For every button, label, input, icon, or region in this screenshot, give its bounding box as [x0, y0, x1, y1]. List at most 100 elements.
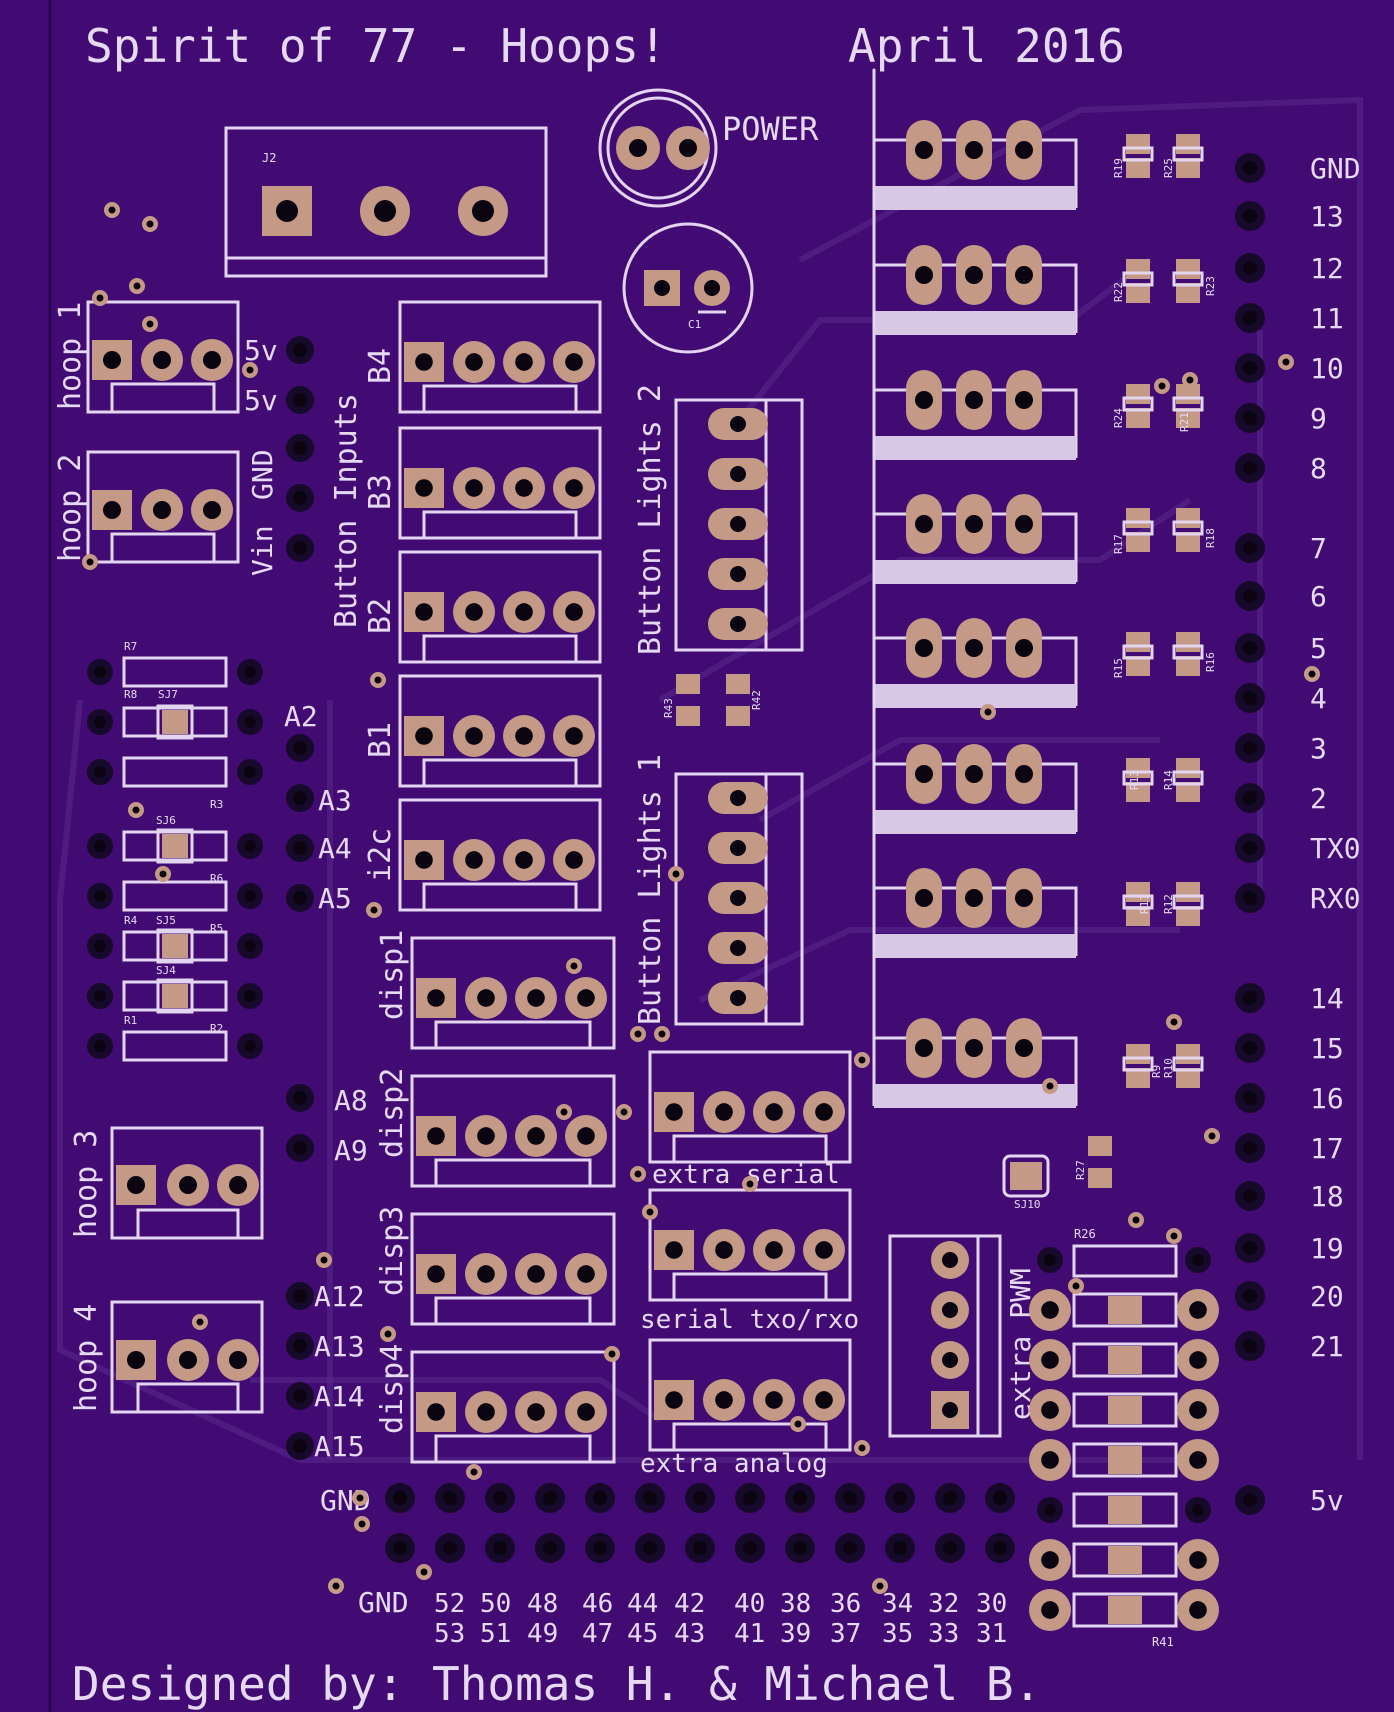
drill — [477, 1403, 495, 1421]
smd-pad — [1176, 1044, 1200, 1064]
extra-analog-label: extra analog — [640, 1449, 828, 1479]
drill — [1041, 1451, 1059, 1469]
servo-connector — [872, 442, 1078, 958]
hoop2-label: hoop 2 — [53, 454, 88, 562]
via-drill — [133, 282, 141, 290]
drill — [1041, 1551, 1059, 1569]
drill — [565, 603, 583, 621]
connector-key — [422, 634, 578, 664]
drill — [965, 266, 983, 284]
right-pin-label: 5 — [1310, 632, 1327, 665]
drill — [643, 1491, 657, 1505]
servo-tab — [874, 934, 1076, 958]
drill — [593, 1491, 607, 1505]
drill — [1192, 1504, 1204, 1516]
drill — [577, 1403, 595, 1421]
r15-label: R15 — [1112, 658, 1125, 678]
smd-pad — [1126, 656, 1150, 676]
copper-traces — [57, 96, 1363, 1463]
drill — [1243, 841, 1257, 855]
via-drill — [108, 206, 116, 214]
drill — [527, 1265, 545, 1283]
r43-label: R43 — [662, 698, 675, 718]
drill — [1189, 1401, 1207, 1419]
drill — [244, 716, 256, 728]
serial-txrx-label: serial txo/rxo — [640, 1305, 859, 1335]
drill — [915, 391, 933, 409]
smd-outline — [1122, 644, 1154, 660]
r21-label: R21 — [1178, 412, 1191, 432]
bottom-pin-label-top: 40 — [734, 1589, 765, 1619]
board-title: Spirit of 77 - Hoops! — [85, 19, 667, 73]
left-bank-labels: R7 R8 SJ7 R3 SJ6 R6 R4 SJ5 R5 SJ4 R1 R2 — [124, 640, 223, 1035]
drill — [1243, 261, 1257, 275]
label-a13: A13 — [314, 1330, 365, 1363]
drill — [730, 790, 746, 806]
bottom-pin-label-bottom: 53 — [434, 1619, 465, 1649]
r12-label: R12 — [1162, 894, 1175, 914]
smd-resistor-pairs — [1122, 134, 1204, 1088]
drill — [527, 1127, 545, 1145]
smd-outline — [1122, 396, 1154, 412]
r3-label: R3 — [210, 798, 223, 811]
r23-label: R23 — [1204, 276, 1217, 296]
r27-label: R27 — [1074, 1160, 1087, 1180]
extra-connector-1 — [648, 1188, 852, 1302]
label-5v-a: 5v — [244, 334, 278, 367]
drill — [244, 890, 256, 902]
resistor-outline — [1072, 1392, 1178, 1428]
c1-label: C1 — [688, 318, 701, 331]
smd-pad — [1176, 1068, 1200, 1088]
left-resistor-bank — [87, 656, 263, 1062]
drill — [965, 391, 983, 409]
r8-label: R8 — [124, 688, 137, 701]
drill — [443, 1491, 457, 1505]
drill — [730, 840, 746, 856]
smd-pad — [1176, 259, 1200, 279]
via-drill — [658, 1030, 666, 1038]
solder-jumper — [1108, 1596, 1142, 1624]
smd-pad — [1176, 134, 1200, 154]
smd-outline — [1122, 520, 1154, 536]
drill — [843, 1541, 857, 1555]
smd-pad — [1126, 384, 1150, 404]
servo-tab — [874, 311, 1076, 335]
smd-pad — [1176, 508, 1200, 528]
r26-label: R26 — [1074, 1227, 1096, 1241]
connector-key — [434, 1158, 592, 1188]
drill — [94, 1040, 106, 1052]
drill — [915, 639, 933, 657]
drill — [993, 1491, 1007, 1505]
via-drill — [1072, 1282, 1080, 1290]
label-a5: A5 — [318, 882, 352, 915]
drill — [465, 727, 483, 745]
smd-pad — [1176, 906, 1200, 926]
right-pin-label: TX0 — [1310, 832, 1361, 865]
right-pin-label: 6 — [1310, 580, 1327, 613]
hoop4-connector: hoop 4 — [69, 1300, 264, 1414]
bottom-pin-label-top: 46 — [582, 1589, 613, 1619]
right-pin-label: 14 — [1310, 982, 1344, 1015]
via-drill — [159, 870, 167, 878]
connector-label-b4: B4 — [363, 348, 398, 384]
drill — [1243, 641, 1257, 655]
drill — [543, 1541, 557, 1555]
r9-label: R9 — [1150, 1065, 1163, 1078]
vias — [82, 202, 1320, 1594]
smd-outline — [1172, 396, 1204, 412]
via-drill — [1170, 1232, 1178, 1240]
drill — [1189, 1451, 1207, 1469]
connector-key — [434, 1434, 592, 1464]
drill — [515, 479, 533, 497]
connector-key — [422, 384, 578, 414]
pwm-resistor-bank — [1029, 1289, 1219, 1631]
bottom-pin-label-bottom: 31 — [976, 1619, 1007, 1649]
drill — [244, 1040, 256, 1052]
jumper-outline — [156, 828, 194, 864]
drill — [730, 940, 746, 956]
solder-jumper — [1108, 1396, 1142, 1424]
drill — [1015, 1039, 1033, 1057]
solder-jumper — [1108, 1546, 1142, 1574]
right-pin-label: 2 — [1310, 782, 1327, 815]
drill — [565, 727, 583, 745]
